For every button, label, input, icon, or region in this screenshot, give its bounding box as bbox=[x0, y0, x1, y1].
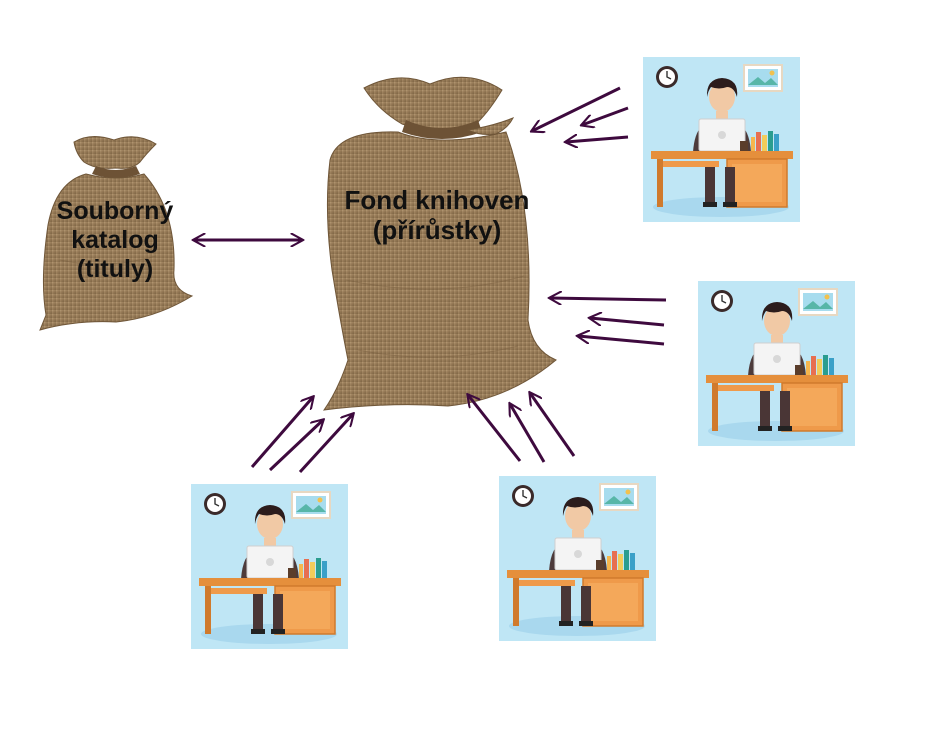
fund-label-line2: (přírůstky) bbox=[372, 214, 502, 245]
catalog-label-line1: Souborný bbox=[56, 197, 174, 225]
fund-label-line1: Fond knihoven bbox=[344, 185, 530, 215]
arrow-bottom-center-2 bbox=[510, 404, 546, 463]
arrow-bottom-center-3 bbox=[530, 393, 576, 457]
arrow-top-right-3 bbox=[566, 137, 629, 142]
arrow-top-right-1 bbox=[532, 86, 621, 131]
arrow-right-3 bbox=[578, 336, 665, 346]
catalog-label-line2: katalog bbox=[71, 225, 159, 254]
arrow-right-2 bbox=[590, 318, 665, 327]
catalog-label: Souborný katalog (tituly) bbox=[40, 197, 190, 283]
catalog-label-line3: (tituly) bbox=[76, 254, 154, 283]
arrow-bottom-center-1 bbox=[468, 395, 522, 462]
arrow-bottom-left-2 bbox=[268, 420, 323, 472]
arrow-bottom-left-1 bbox=[250, 397, 313, 468]
arrow-top-right-2 bbox=[582, 106, 629, 125]
fund-sack-icon bbox=[322, 76, 557, 411]
fund-label: Fond knihoven (přírůstky) bbox=[318, 185, 556, 246]
arrow-bottom-left-3 bbox=[298, 414, 353, 474]
catalog-sack-icon bbox=[39, 136, 194, 331]
arrow-right-1 bbox=[550, 298, 667, 300]
